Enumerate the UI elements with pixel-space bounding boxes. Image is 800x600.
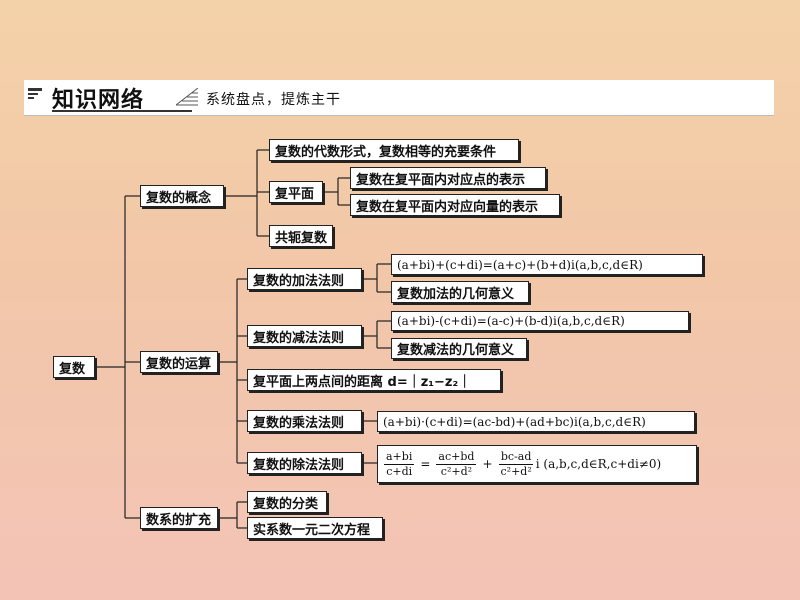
fraction-3-numerator: bc-ad <box>498 449 534 465</box>
section-title: 知识网络 <box>52 88 145 113</box>
node-division-formula: a+bi c+di = ac+bd c²+d² + bc-ad c²+d² i … <box>377 445 697 483</box>
division-conditions: i (a,b,c,d∈R,c+di≠0) <box>535 457 662 471</box>
node-multiplication-rule: 复数的乘法法则 <box>247 410 362 432</box>
node-operations: 复数的运算 <box>140 351 218 373</box>
node-addition-geometry: 复数加法的几何意义 <box>391 281 529 303</box>
node-classification: 复数的分类 <box>247 491 327 513</box>
node-multiplication-formula: (a+bi)·(c+di)=(ac-bd)+(ad+bc)i(a,b,c,d∈R… <box>377 411 695 432</box>
node-concept: 复数的概念 <box>140 185 224 207</box>
node-division-rule: 复数的除法法则 <box>247 452 362 474</box>
node-complex-number: 复数 <box>53 356 95 378</box>
fraction-3-denominator: c²+d² <box>500 464 532 478</box>
section-mark-icon <box>28 88 42 99</box>
node-addition-rule: 复数的加法法则 <box>247 268 362 290</box>
division-fraction-2: ac+bd c²+d² <box>436 449 477 479</box>
node-plane-points: 复数在复平面内对应点的表示 <box>350 167 546 189</box>
division-fraction-3: bc-ad c²+d² <box>498 449 534 479</box>
node-conjugate: 共轭复数 <box>269 225 333 247</box>
node-plane-vectors: 复数在复平面内对应向量的表示 <box>350 194 560 216</box>
plus-sign: + <box>482 457 493 471</box>
equals-sign: = <box>420 457 431 471</box>
node-addition-formula: (a+bi)+(c+di)=(a+c)+(b+d)i(a,b,c,d∈R) <box>391 254 703 275</box>
node-quadratic-equation: 实系数一元二次方程 <box>247 517 383 539</box>
node-algebraic-form: 复数的代数形式，复数相等的充要条件 <box>269 139 519 161</box>
fraction-1-denominator: c+di <box>386 464 413 478</box>
node-distance: 复平面上两点间的距离 d=｜z₁−z₂｜ <box>247 369 501 391</box>
section-header: 知识网络 系统盘点，提炼主干 <box>24 80 774 116</box>
node-extension: 数系的扩充 <box>140 507 218 529</box>
node-complex-plane: 复平面 <box>269 181 323 203</box>
node-subtraction-geometry: 复数减法的几何意义 <box>391 338 527 359</box>
fraction-2-denominator: c²+d² <box>440 464 473 478</box>
node-subtraction-rule: 复数的减法法则 <box>247 325 362 347</box>
node-subtraction-formula: (a+bi)-(c+di)=(a-c)+(b-d)i(a,b,c,d∈R) <box>391 311 689 331</box>
division-fraction-1: a+bi c+di <box>384 449 415 479</box>
stairs-icon <box>176 88 198 106</box>
fraction-1-numerator: a+bi <box>384 449 415 465</box>
title-underline <box>52 110 192 112</box>
fraction-2-numerator: ac+bd <box>436 449 477 465</box>
section-subtitle: 系统盘点，提炼主干 <box>206 92 341 108</box>
